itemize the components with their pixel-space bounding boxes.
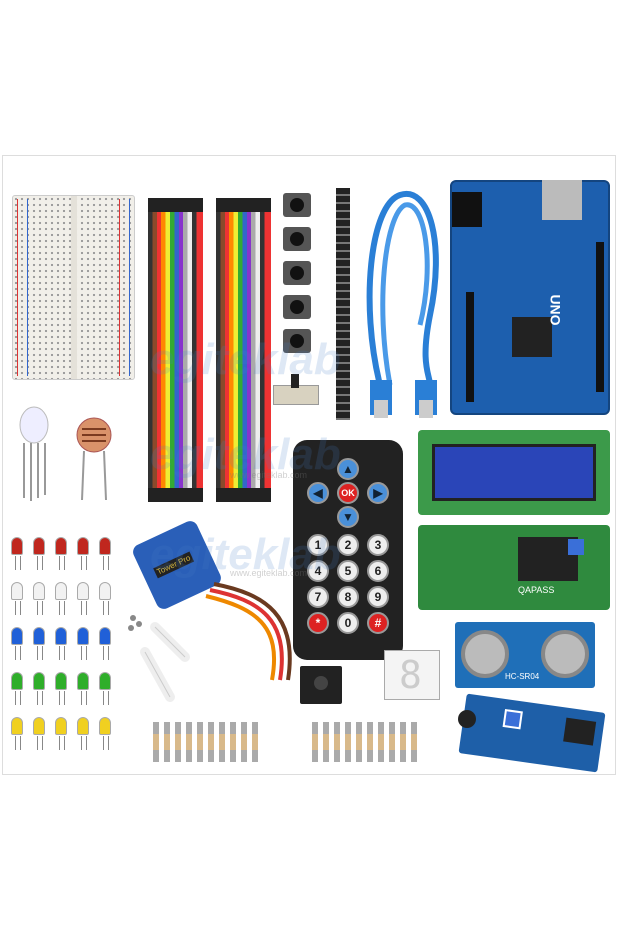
board-label: UNO — [547, 294, 564, 326]
key: # — [367, 612, 389, 634]
key: 7 — [307, 586, 329, 608]
watermark-url: www.egiteklab.com — [230, 470, 308, 480]
key: 4 — [307, 560, 329, 582]
led — [55, 672, 67, 705]
led — [33, 627, 45, 660]
temperature-sensor — [458, 710, 476, 728]
led — [99, 537, 111, 570]
led — [33, 672, 45, 705]
watermark-url: www.egiteklab.com — [230, 568, 308, 578]
led — [11, 537, 23, 570]
servo-horns — [128, 615, 190, 702]
seven-segment-display: 8 — [384, 650, 440, 700]
lcd-i2c-back: QAPASS — [418, 525, 610, 610]
key: 6 — [367, 560, 389, 582]
right-key: ▶ — [367, 482, 389, 504]
key: 1 — [307, 534, 329, 556]
resistor — [367, 722, 373, 762]
push-button — [283, 329, 311, 353]
led — [55, 627, 67, 660]
led — [99, 627, 111, 660]
key: 5 — [337, 560, 359, 582]
jumper-wire-ribbon — [148, 198, 203, 502]
usb-cable — [366, 190, 439, 418]
push-button — [283, 261, 311, 285]
led — [99, 717, 111, 750]
resistor — [345, 722, 351, 762]
led — [55, 717, 67, 750]
push-button — [283, 227, 311, 251]
left-key: ◀ — [307, 482, 329, 504]
resistor — [356, 722, 362, 762]
watermark: egiteklab — [150, 530, 341, 579]
led — [33, 717, 45, 750]
led — [11, 717, 23, 750]
led — [11, 627, 23, 660]
rgb-led — [19, 406, 49, 501]
led — [77, 582, 89, 615]
led — [11, 582, 23, 615]
led — [55, 582, 67, 615]
resistor — [186, 722, 192, 762]
watermark: egiteklab — [150, 335, 341, 384]
led — [77, 717, 89, 750]
key: 9 — [367, 586, 389, 608]
resistor — [252, 722, 258, 762]
key: 8 — [337, 586, 359, 608]
led — [77, 672, 89, 705]
resistor — [208, 722, 214, 762]
resistor — [219, 722, 225, 762]
segment-digit: 8 — [399, 653, 422, 697]
led — [33, 582, 45, 615]
led — [11, 672, 23, 705]
resistor — [197, 722, 203, 762]
pin-header — [336, 188, 350, 420]
jumper-wire-ribbon — [216, 198, 271, 502]
resistor — [378, 722, 384, 762]
led — [99, 672, 111, 705]
down-key: ▼ — [337, 506, 359, 528]
resistor — [400, 722, 406, 762]
resistor — [175, 722, 181, 762]
key: 2 — [337, 534, 359, 556]
watermark: egiteklab — [150, 430, 341, 479]
resistor — [164, 722, 170, 762]
photoresistor — [76, 417, 112, 501]
sensor-label: HC-SR04 — [505, 672, 540, 681]
resistor — [312, 722, 318, 762]
resistor — [323, 722, 329, 762]
resistor — [334, 722, 340, 762]
up-key: ▲ — [337, 458, 359, 480]
resistor — [411, 722, 417, 762]
led — [33, 537, 45, 570]
resistor — [241, 722, 247, 762]
resistor — [389, 722, 395, 762]
key: 0 — [337, 612, 359, 634]
resistor — [230, 722, 236, 762]
key: * — [307, 612, 329, 634]
ok-key: OK — [337, 482, 359, 504]
led — [99, 582, 111, 615]
key: 3 — [367, 534, 389, 556]
push-button — [283, 295, 311, 319]
led — [55, 537, 67, 570]
push-button — [283, 193, 311, 217]
lcd-label: QAPASS — [518, 585, 555, 595]
ir-remote: ▲ ◀ OK ▶ ▼ 1 2 3 4 5 6 7 8 9 * 0 # — [293, 440, 403, 660]
led — [77, 627, 89, 660]
ir-receiver-module — [300, 666, 342, 704]
servo-cable — [205, 582, 292, 681]
arduino-uno-board: UNO — [450, 180, 610, 415]
slide-switch — [273, 374, 319, 405]
breadboard — [12, 195, 135, 380]
resistor — [153, 722, 159, 762]
lcd-display-front — [418, 430, 610, 515]
led — [77, 537, 89, 570]
ultrasonic-sensor: HC-SR04 — [455, 622, 595, 688]
